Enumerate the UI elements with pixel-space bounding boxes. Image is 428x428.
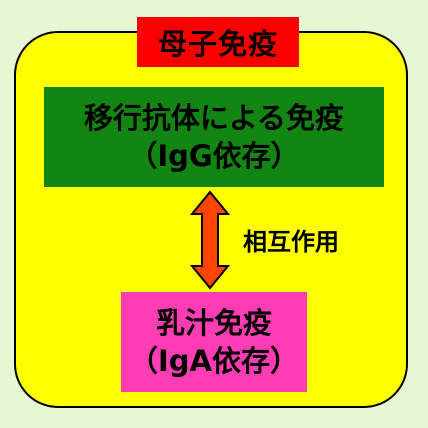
title-text: 母子免疫 <box>157 27 278 61</box>
breast-milk-label: 乳汁免疫 <box>155 306 272 340</box>
interaction-label: 相互作用 <box>243 228 339 256</box>
maternal-antibody-box: 移行抗体による免疫 （IgG依存） <box>44 87 384 187</box>
title-box: 母子免疫 <box>137 17 299 67</box>
maternal-antibody-sublabel: （IgG依存） <box>128 139 300 173</box>
maternal-antibody-label: 移行抗体による免疫 <box>83 101 345 135</box>
double-arrow-shape <box>190 190 230 290</box>
breast-milk-sublabel: （IgA依存） <box>129 344 299 378</box>
breast-milk-box: 乳汁免疫 （IgA依存） <box>121 292 307 392</box>
double-arrow-icon <box>190 190 230 290</box>
